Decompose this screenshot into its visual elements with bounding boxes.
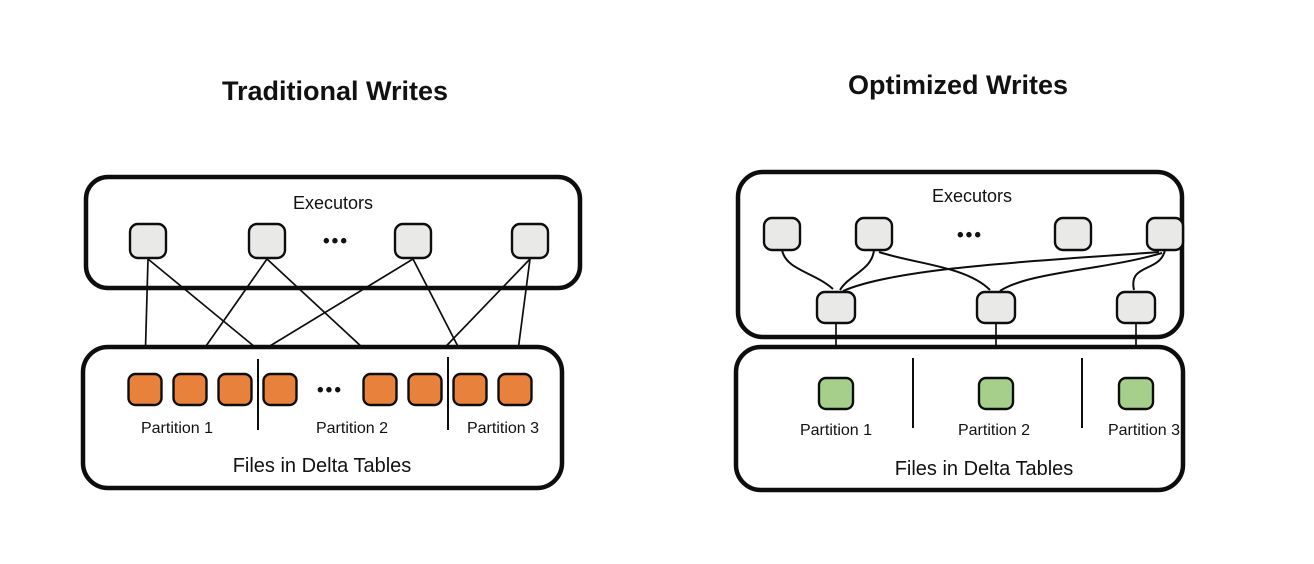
file-block-traditional	[497, 372, 533, 407]
file-block-optimized	[977, 376, 1015, 411]
executor-node	[1053, 216, 1093, 252]
shuffle-task-node	[815, 290, 857, 325]
files-ellipsis: •••	[317, 380, 343, 401]
executor-node	[854, 216, 894, 252]
optimized-files-label: Files in Delta Tables	[895, 458, 1074, 480]
executor-node	[247, 222, 287, 260]
executors-ellipsis: •••	[323, 231, 349, 252]
traditional-file-blocks: •••	[127, 372, 533, 407]
file-block-traditional	[217, 372, 253, 407]
file-block-traditional	[262, 372, 298, 407]
file-block-traditional	[172, 372, 208, 407]
file-block-traditional	[452, 372, 488, 407]
partition-label: Partition 3	[1108, 422, 1180, 439]
file-block-optimized	[1117, 376, 1155, 411]
optimized-executor-nodes: •••	[762, 216, 1185, 252]
partition-label: Partition 3	[467, 420, 539, 437]
shuffle-curve	[1132, 249, 1166, 291]
shuffle-task-node	[1115, 290, 1157, 325]
shuffle-task-nodes	[815, 290, 1157, 325]
optimized-writes-diagram: Optimized Writes Executors •••	[733, 70, 1186, 493]
executor-node	[510, 222, 550, 260]
shuffle-curve	[781, 249, 834, 290]
optimized-executors-label: Executors	[932, 186, 1012, 206]
executors-ellipsis: •••	[957, 225, 983, 246]
optimized-title: Optimized Writes	[848, 70, 1068, 100]
traditional-executor-nodes: •••	[128, 222, 550, 260]
traditional-title: Traditional Writes	[222, 76, 448, 106]
traditional-executors-box	[83, 174, 583, 291]
executor-node	[128, 222, 168, 260]
executor-node	[393, 222, 433, 260]
shuffle-curve	[839, 249, 875, 291]
partition-label: Partition 2	[316, 420, 388, 437]
shuffle-task-node	[975, 290, 1017, 325]
partition-label: Partition 1	[141, 420, 213, 437]
executor-node	[762, 216, 802, 252]
traditional-files-label: Files in Delta Tables	[233, 455, 412, 477]
shuffle-curves	[781, 249, 1166, 292]
file-block-traditional	[127, 372, 163, 407]
shuffle-curve	[999, 252, 1163, 292]
file-block-optimized	[817, 376, 855, 411]
shuffle-curve	[878, 251, 991, 291]
shuffle-curve	[842, 251, 1160, 292]
file-block-traditional	[362, 372, 398, 407]
optimized-file-blocks	[817, 376, 1155, 411]
traditional-executors-label: Executors	[293, 193, 373, 213]
file-block-traditional	[407, 372, 443, 407]
traditional-writes-diagram: Traditional Writes Executors •••	[80, 76, 583, 491]
executor-node	[1145, 216, 1185, 252]
partition-label: Partition 2	[958, 422, 1030, 439]
partition-label: Partition 1	[800, 422, 872, 439]
